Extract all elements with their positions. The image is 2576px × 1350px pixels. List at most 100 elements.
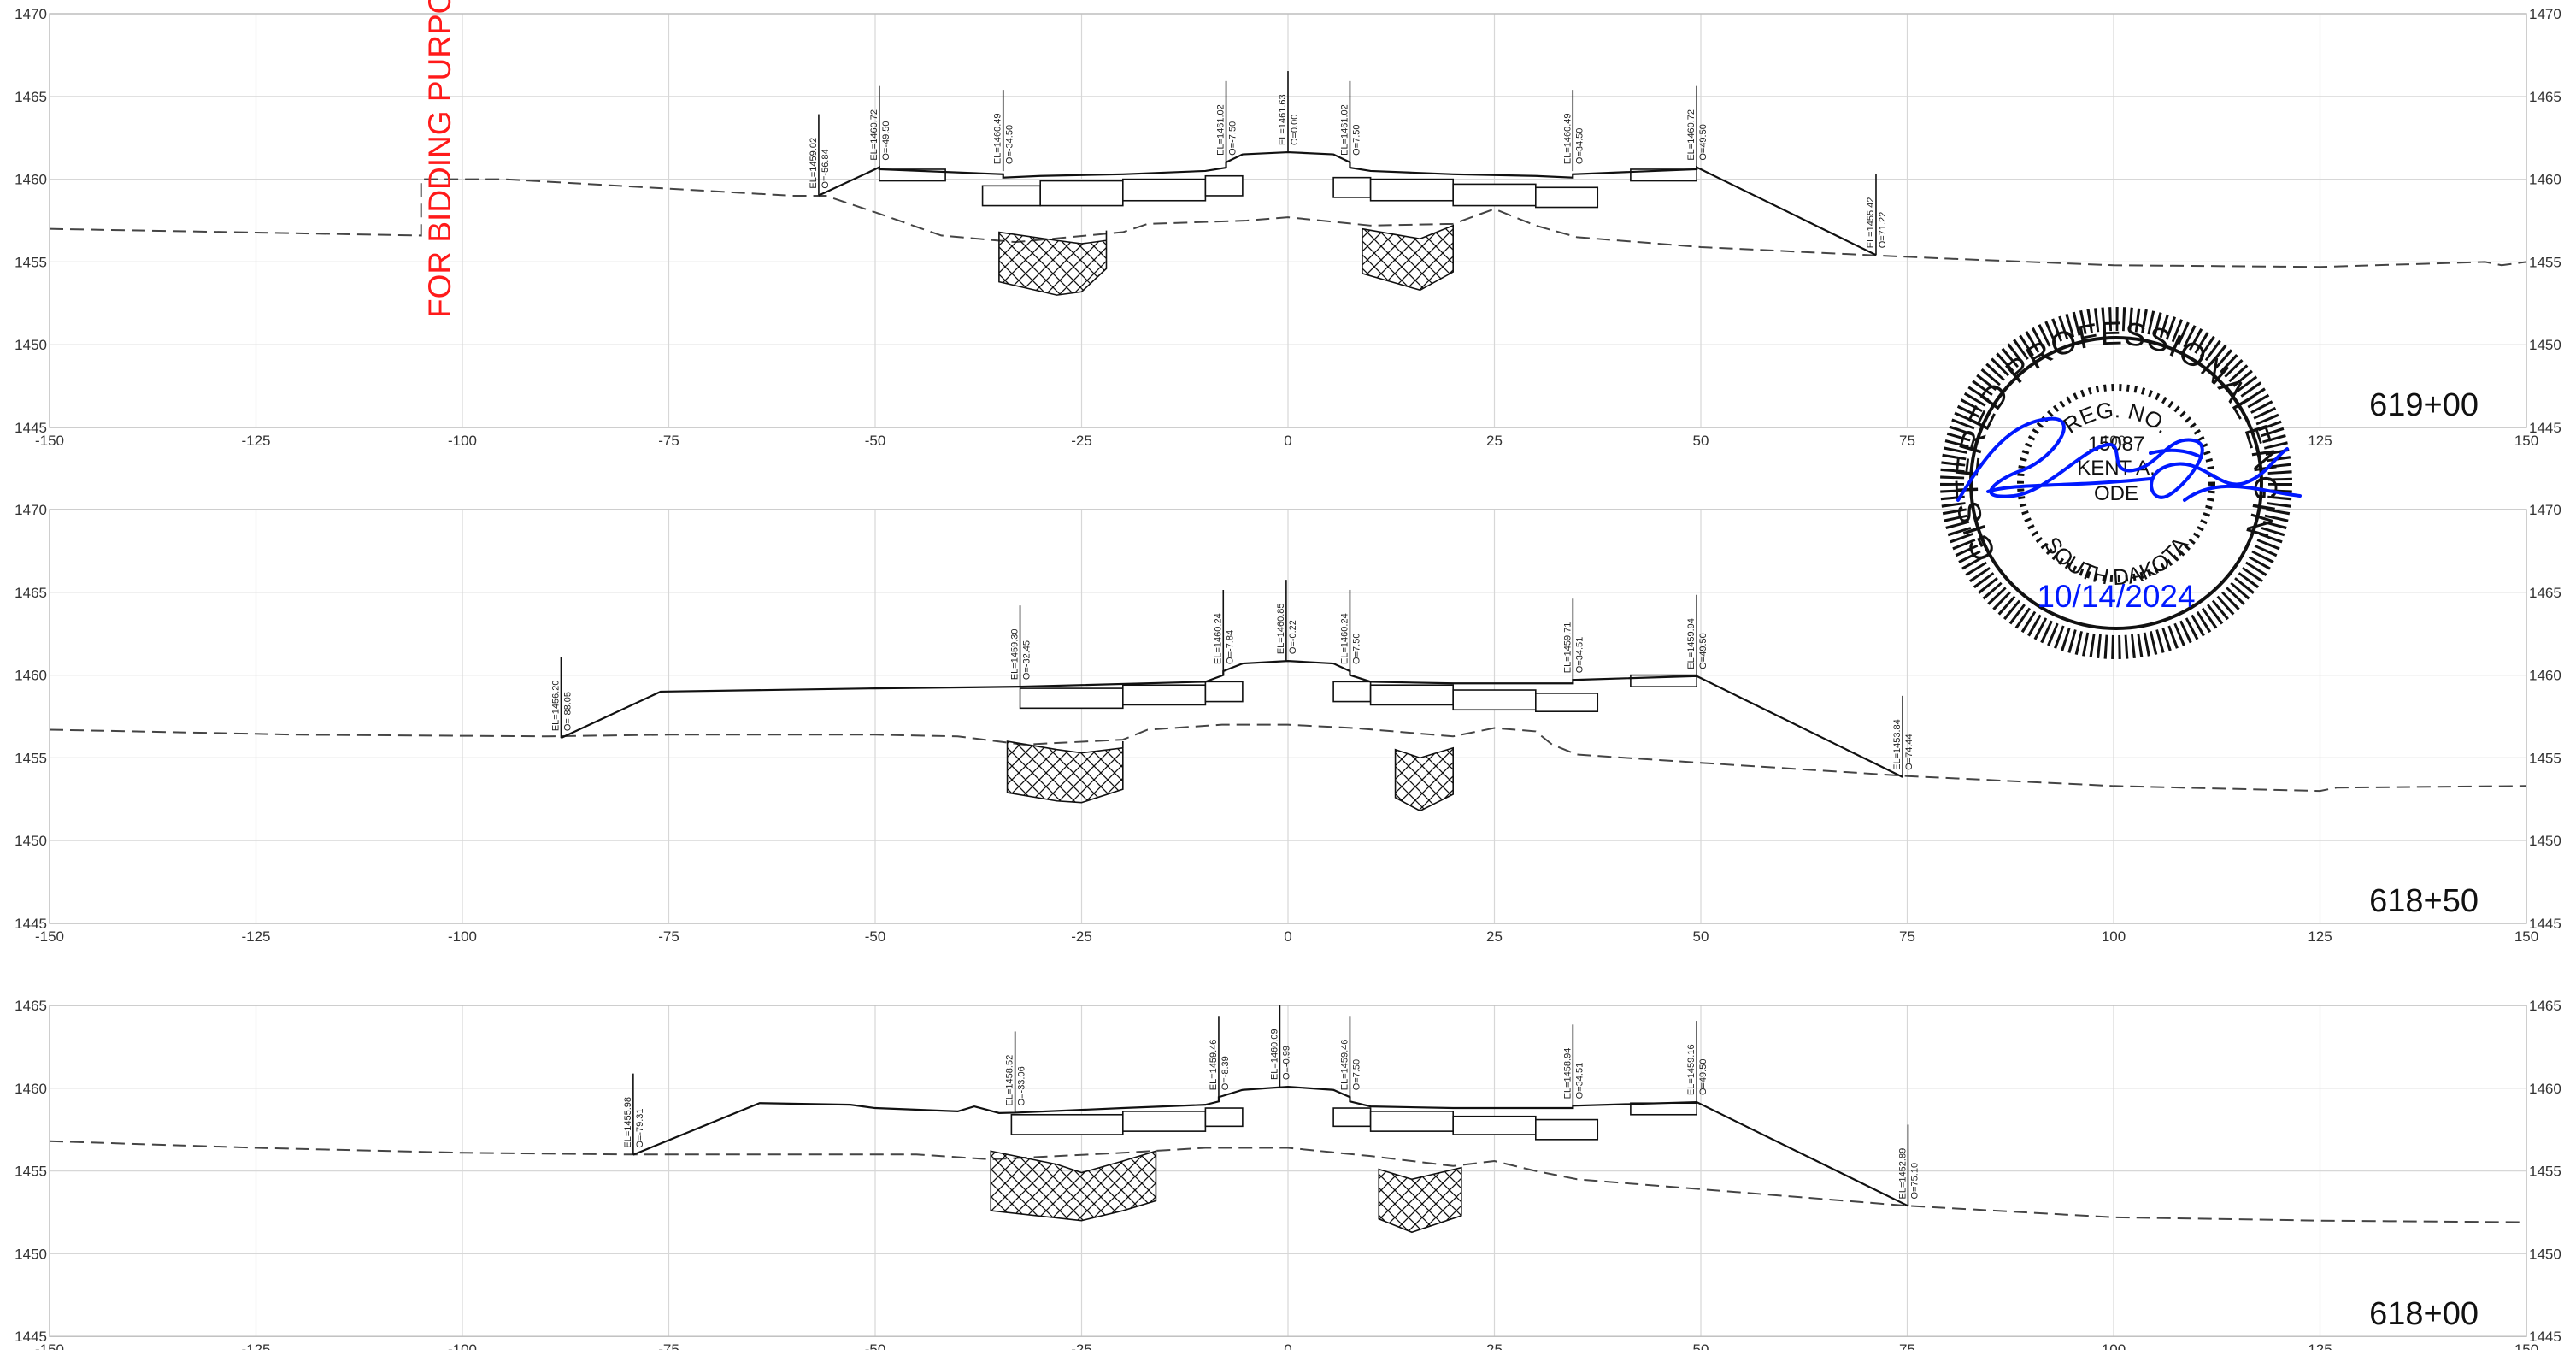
x-tick-label: 75 — [1899, 1341, 1915, 1350]
x-tick-label: -75 — [658, 928, 679, 945]
x-tick-label: -100 — [448, 1341, 477, 1350]
x-tick-label: 125 — [2308, 433, 2332, 449]
y-tick-label-right: 1455 — [2529, 254, 2561, 270]
x-tick-label: -50 — [865, 1341, 886, 1350]
y-tick-label-left: 1445 — [15, 916, 47, 932]
existing-ground-line — [49, 1140, 2527, 1223]
point-offset-label: O=-34.50 — [1005, 125, 1015, 164]
x-tick-label: -25 — [1071, 433, 1092, 449]
x-tick-label: -75 — [658, 433, 679, 449]
pavement-slab — [1010, 1113, 1124, 1135]
y-tick-label-right: 1455 — [2529, 750, 2561, 766]
x-tick-label: 50 — [1693, 433, 1709, 449]
y-tick-label-right: 1465 — [2529, 585, 2561, 601]
pavement-slab — [1535, 186, 1599, 209]
y-tick-label-right: 1455 — [2529, 1164, 2561, 1180]
y-tick-label-left: 1455 — [15, 1164, 47, 1180]
x-tick-label: 25 — [1486, 1341, 1503, 1350]
pavement-slab — [1204, 1107, 1244, 1128]
x-tick-label: 0 — [1284, 1341, 1291, 1350]
pavement-slab — [1630, 1102, 1697, 1116]
point-elevation-label: EL=1460.85 — [1276, 604, 1286, 655]
x-tick-label: -125 — [241, 433, 270, 449]
panel-frame — [49, 13, 2527, 428]
x-tick-label: 50 — [1693, 1341, 1709, 1350]
engineer-seal: REGISTERED PROFESSIONAL ENGINEER REG. NO… — [1940, 307, 2302, 659]
point-offset-label: O=34.51 — [1574, 1063, 1585, 1099]
hatched-subgrade — [998, 230, 1108, 296]
hatched-subgrade — [990, 1150, 1157, 1222]
x-tick-label: 50 — [1693, 928, 1709, 945]
x-tick-label: -100 — [448, 433, 477, 449]
point-offset-label: O=34.51 — [1574, 637, 1585, 674]
pavement-slab — [1332, 681, 1372, 703]
pavement-slab — [1452, 1115, 1537, 1135]
x-tick-label: 125 — [2308, 1341, 2332, 1350]
y-tick-label-left: 1465 — [15, 998, 47, 1014]
point-offset-label: O=-33.06 — [1017, 1066, 1027, 1105]
y-tick-label-left: 1470 — [15, 502, 47, 518]
point-offset-label: O=-8.39 — [1220, 1056, 1231, 1090]
y-tick-label-right: 1460 — [2529, 172, 2561, 188]
point-elevation-label: EL=1459.02 — [809, 138, 819, 189]
pavement-slab — [1019, 687, 1124, 710]
y-tick-label-left: 1445 — [15, 420, 47, 436]
pavement-slab — [1122, 684, 1207, 706]
x-tick-label: -75 — [658, 1341, 679, 1350]
point-elevation-label: EL=1460.24 — [1339, 613, 1350, 664]
pavement-slab — [1122, 1111, 1207, 1132]
y-tick-label-right: 1445 — [2529, 916, 2561, 932]
y-tick-label-left: 1460 — [15, 1081, 47, 1097]
point-elevation-label: EL=1452.89 — [1897, 1148, 1908, 1200]
point-elevation-label: EL=1459.94 — [1686, 618, 1697, 669]
point-offset-label: O=-7.84 — [1225, 630, 1235, 664]
pavement-slab — [981, 185, 1041, 207]
x-tick-label: -125 — [241, 1341, 270, 1350]
x-tick-label: -50 — [865, 928, 886, 945]
point-elevation-label: EL=1459.16 — [1686, 1044, 1697, 1095]
point-elevation-label: EL=1459.46 — [1209, 1040, 1219, 1091]
point-offset-label: O=-79.31 — [635, 1108, 645, 1147]
y-tick-label-right: 1445 — [2529, 420, 2561, 436]
y-tick-label-left: 1450 — [15, 833, 47, 849]
seal-date: 10/14/2024 — [2037, 579, 2195, 614]
x-tick-label: 150 — [2514, 928, 2538, 945]
signature-scribble — [1956, 416, 2302, 502]
point-offset-label: O=74.44 — [1904, 734, 1914, 770]
x-tick-label: -150 — [35, 1341, 64, 1350]
x-tick-label: 150 — [2514, 1341, 2538, 1350]
x-tick-label: 100 — [2102, 928, 2126, 945]
section-panels: -150 -125 -100 -75 -50 -25 0 25 50 75 100 125 150 147… — [15, 6, 2561, 1350]
y-tick-label-left: 1455 — [15, 254, 47, 270]
point-offset-label: O=-0.99 — [1281, 1046, 1291, 1080]
y-tick-label-left: 1465 — [15, 585, 47, 601]
point-elevation-label: EL=1460.09 — [1269, 1029, 1279, 1080]
point-elevation-label: EL=1460.72 — [1686, 109, 1697, 161]
y-tick-label-right: 1460 — [2529, 668, 2561, 684]
x-tick-label: -125 — [241, 928, 270, 945]
point-offset-label: O=7.50 — [1351, 634, 1362, 664]
point-elevation-label: EL=1459.46 — [1339, 1040, 1350, 1091]
design-section-line — [560, 660, 1903, 778]
point-elevation-label: EL=1453.84 — [1892, 719, 1903, 770]
x-tick-label: -150 — [35, 928, 64, 945]
pavement-slab — [1535, 693, 1599, 712]
hatched-subgrade — [1362, 224, 1454, 292]
y-tick-label-right: 1460 — [2529, 1081, 2561, 1097]
point-offset-label: O=-7.50 — [1228, 121, 1238, 156]
pavement-slab — [1369, 684, 1454, 706]
point-offset-label: O=49.50 — [1698, 124, 1709, 161]
point-elevation-label: EL=1459.30 — [1010, 629, 1020, 681]
y-tick-label-left: 1450 — [15, 1246, 47, 1262]
point-elevation-label: EL=1459.71 — [1562, 622, 1573, 674]
point-offset-label: O=0.00 — [1290, 115, 1300, 145]
x-tick-label: 0 — [1284, 433, 1291, 449]
point-elevation-label: EL=1461.02 — [1216, 104, 1226, 156]
point-elevation-label: EL=1461.02 — [1339, 104, 1350, 156]
panel-frame — [49, 509, 2527, 924]
seal-surname: ODE — [2094, 482, 2138, 505]
point-offset-label: O=-0.22 — [1288, 620, 1298, 654]
existing-ground-line — [49, 178, 2527, 268]
